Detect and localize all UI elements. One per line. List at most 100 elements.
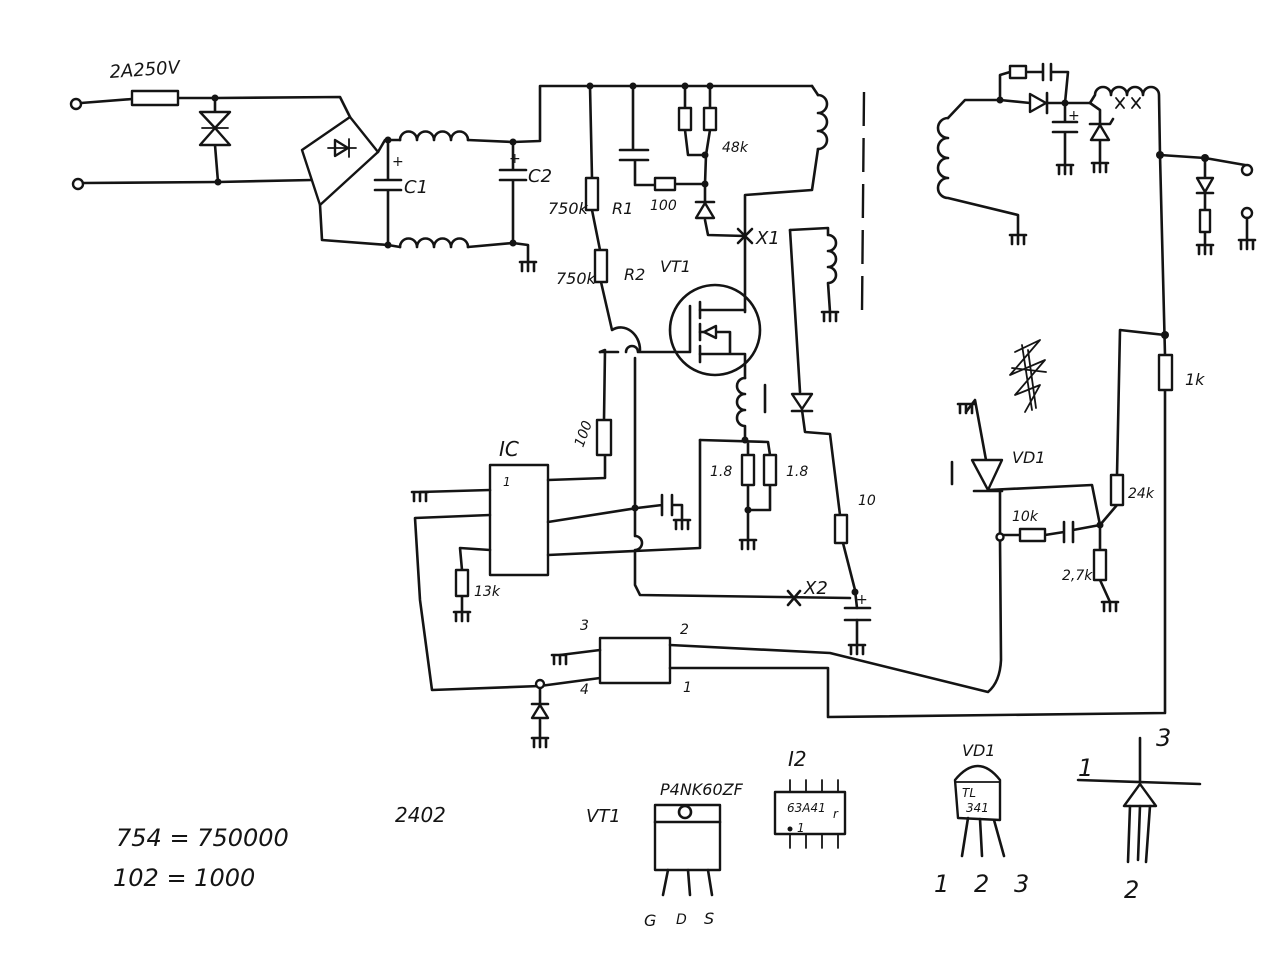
resistor-1k xyxy=(1157,353,1174,392)
note-code: 2402 xyxy=(395,803,446,827)
fuse-label: 2A250V xyxy=(109,57,182,83)
note-line-1: 754 = 750000 xyxy=(116,824,289,852)
vt1-pin-d: D xyxy=(676,912,687,928)
input-wire-top xyxy=(79,95,352,119)
feedback-supply-wire xyxy=(1158,153,1167,357)
feedback-loop-wire xyxy=(413,513,602,692)
input-terminal-bottom xyxy=(71,177,85,191)
ic-vcc-cap xyxy=(546,493,684,524)
opto-pin1-wire xyxy=(668,388,1167,719)
divider-wire xyxy=(1098,328,1167,604)
ic-body xyxy=(488,463,550,577)
resistor-1-8-b-label: 1.8 xyxy=(786,464,808,480)
ic-pinout-label: I2 xyxy=(788,747,807,771)
resistor-2-7k-label: 2,7k xyxy=(1062,568,1093,584)
pwm-controller: IC 1 13k 100 X2 xyxy=(410,348,852,692)
primary-wire xyxy=(743,84,820,314)
junction xyxy=(214,178,222,186)
ground-symbol xyxy=(1055,163,1075,176)
ground-symbol xyxy=(530,736,550,749)
capacitor-c1-label: C1 xyxy=(404,177,428,198)
transformer-primary: X1 xyxy=(736,84,866,314)
ic-label: IC xyxy=(499,437,519,461)
junction xyxy=(384,241,392,249)
ic-pinout-pin1: 1 xyxy=(797,821,805,835)
output-capacitor-polarity: + xyxy=(1068,108,1080,124)
junction xyxy=(681,82,689,90)
vd1-pinout: VD1 TL 341 1 2 3 xyxy=(934,741,1029,898)
resistor-1-8-b xyxy=(762,453,778,487)
zener-pinout-leads xyxy=(1126,804,1152,864)
vcc-supply-wire xyxy=(633,356,852,600)
vt1-pin-s: S xyxy=(704,909,714,928)
capacitor-c2 xyxy=(498,140,528,245)
capacitor-c2-label: C2 xyxy=(528,166,552,187)
vt1-pin-g: G xyxy=(644,911,656,930)
opto-pin4-label: 4 xyxy=(580,682,589,698)
snubber-resistor-left xyxy=(683,84,707,157)
current-sense-wire xyxy=(546,438,702,557)
resistor-10k-label: 10k xyxy=(1012,509,1039,525)
snubber-network: 100 48k xyxy=(618,82,749,238)
startup-resistors: 750k R1 750k R2 VT1 xyxy=(548,82,691,352)
vd1-label: VD1 xyxy=(1012,448,1045,467)
bridge-diode-bar xyxy=(327,138,357,158)
junction xyxy=(851,588,859,596)
resistor-r2 xyxy=(593,248,609,284)
ground-symbol xyxy=(1100,600,1120,613)
resistor-13k xyxy=(454,568,470,598)
to92-package xyxy=(953,764,1002,822)
junction xyxy=(631,504,639,512)
junction xyxy=(629,82,637,90)
vd1-pin-3: 3 xyxy=(1014,870,1029,898)
junction xyxy=(509,138,517,146)
filter-choke-top xyxy=(398,130,470,142)
snubber-resistor xyxy=(1008,64,1028,80)
aux-capacitor-polarity: + xyxy=(856,592,868,608)
ic-rt-wire xyxy=(458,546,492,614)
transistor-vt1-label: VT1 xyxy=(660,257,691,276)
aux-winding xyxy=(788,226,838,314)
resistor-r2-value: 750k xyxy=(556,269,597,288)
ground-symbol xyxy=(956,402,976,415)
resistor-24k xyxy=(1109,473,1125,507)
ic-pin1-label: 1 xyxy=(503,475,511,489)
zener-pin-2: 2 xyxy=(1124,876,1139,904)
current-sense: 1.8 1.8 xyxy=(698,376,808,551)
junction xyxy=(509,239,517,247)
junction-terminal xyxy=(534,678,546,690)
bridge-body xyxy=(300,115,380,207)
output-terminal-positive xyxy=(1240,163,1254,177)
zener-pinout: 1 3 2 xyxy=(1076,724,1202,904)
input-wire-bottom xyxy=(81,178,314,185)
vd1-marking-top: TL xyxy=(962,786,976,800)
opto-body xyxy=(598,636,672,685)
ground-symbol xyxy=(550,653,568,666)
startup-wire xyxy=(588,84,642,352)
snubber-resistor-right xyxy=(703,84,747,238)
resistor-100-gate-label: 100 xyxy=(572,419,596,450)
vd1-pin-1: 1 xyxy=(934,870,949,898)
notes: 754 = 750000 102 = 1000 2402 xyxy=(113,803,446,892)
capacitor-c2-polarity: + xyxy=(509,151,521,167)
choke-marks xyxy=(1115,97,1141,109)
primary-winding xyxy=(816,93,829,151)
ground-symbol xyxy=(820,310,840,323)
output-zener-diode xyxy=(1089,123,1111,142)
to220-package xyxy=(653,803,722,872)
optocoupler: 3 2 4 1 xyxy=(530,388,1167,749)
junction xyxy=(1201,154,1209,162)
capacitor-c1 xyxy=(373,138,403,247)
to220-mounting-hole xyxy=(677,804,693,820)
junction xyxy=(744,506,752,514)
resistor-10-label: 10 xyxy=(858,493,876,509)
vd1-pin-2: 2 xyxy=(974,870,989,898)
opto-pin2-wire xyxy=(668,538,1003,694)
resistor-1k-label: 1k xyxy=(1185,370,1205,389)
ground-symbol xyxy=(452,610,472,623)
voltage-feedback: 1k 24k 2,7k VD1 10k xyxy=(950,153,1205,613)
dip8-package xyxy=(773,790,847,836)
resistor-100-snubber-label: 100 xyxy=(650,198,677,214)
resistor-1-8-a-label: 1.8 xyxy=(710,464,732,480)
